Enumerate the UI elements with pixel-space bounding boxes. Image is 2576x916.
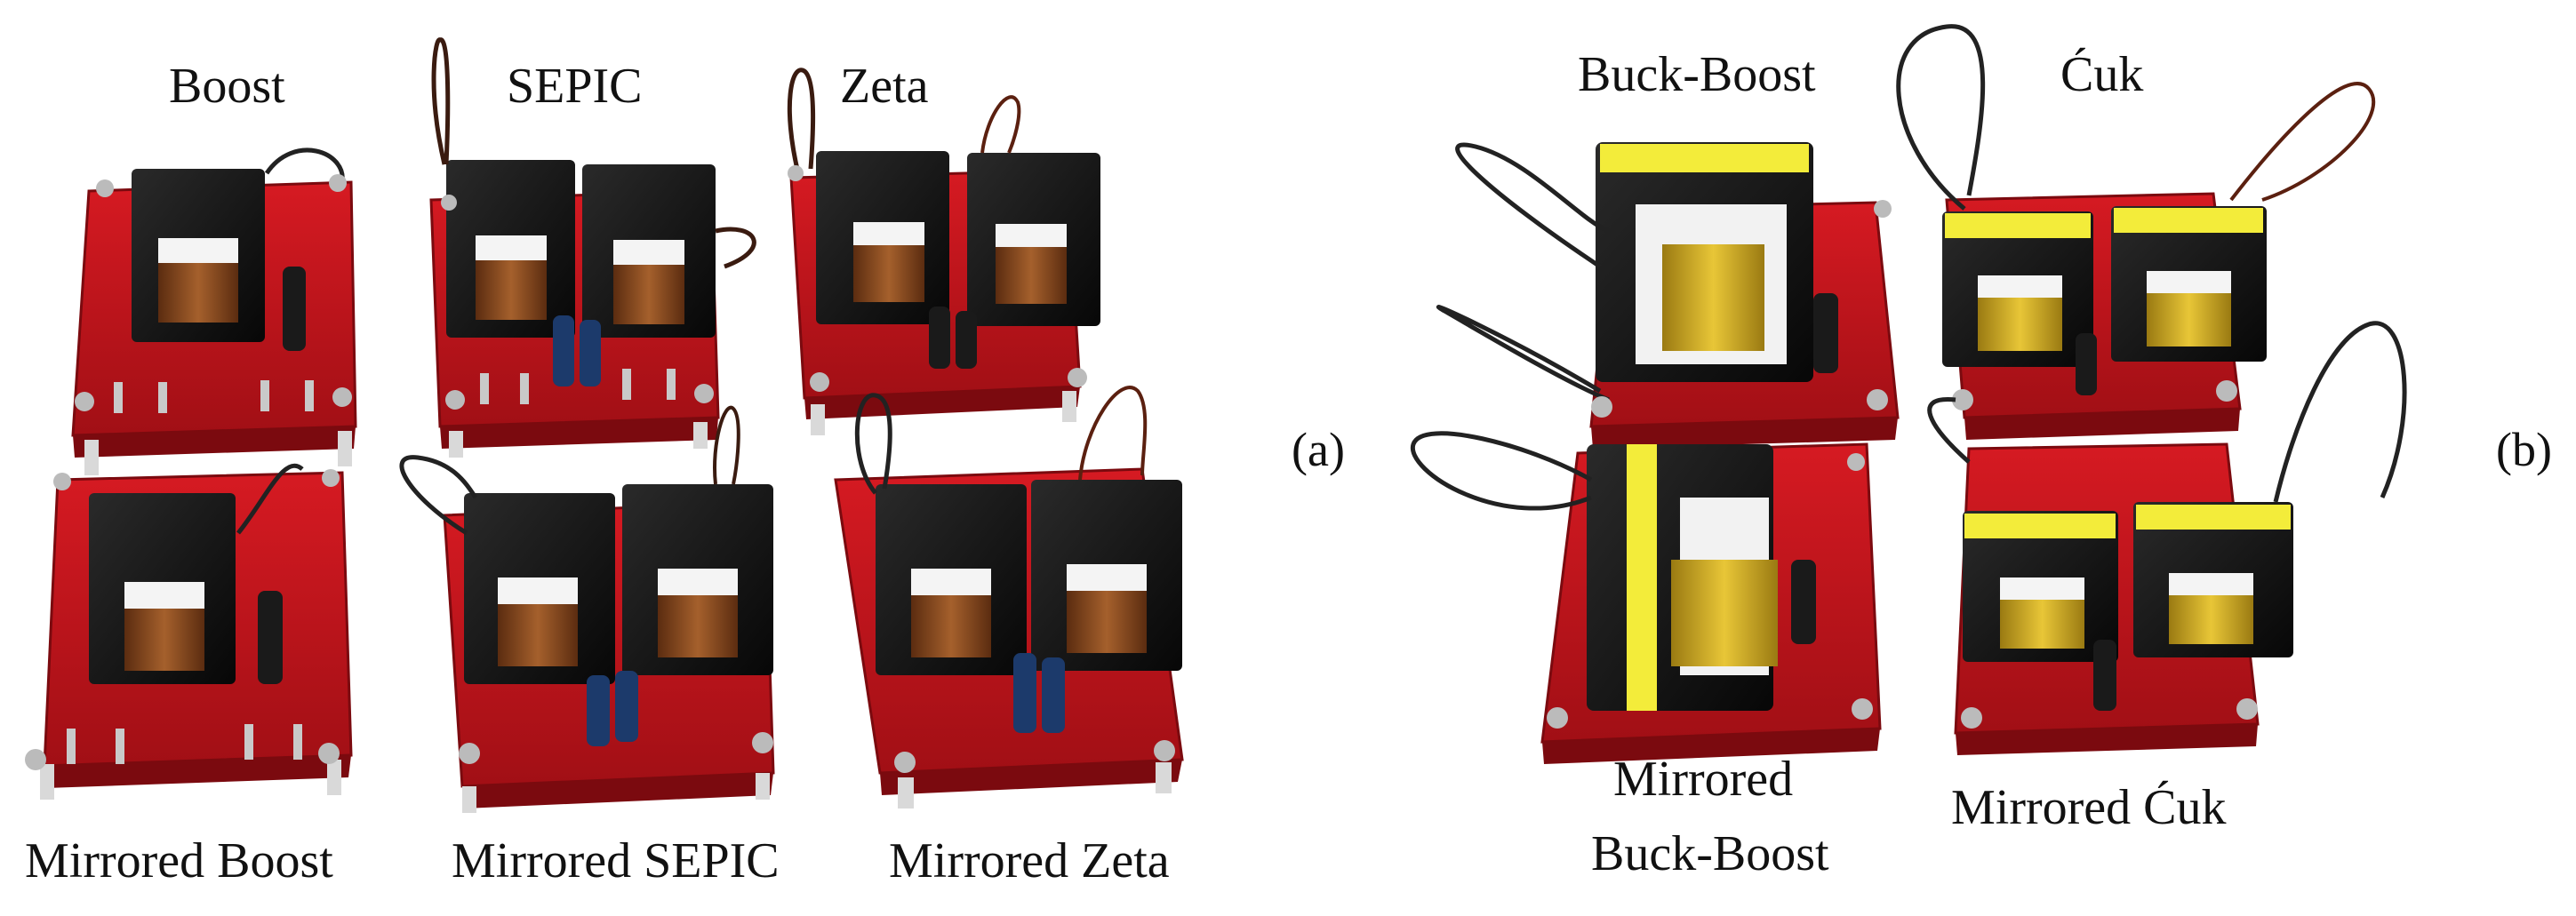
label-zeta: Zeta [840,59,929,114]
board-boost [71,147,357,475]
board-mirrored-buck-boost [1410,431,1882,764]
board-mirrored-zeta [834,386,1184,808]
label-mirrored-buck-boost-line2: Buck-Boost [1591,826,1829,881]
board-sepic [429,37,756,458]
label-buck-boost: Buck-Boost [1578,47,1816,102]
panel-marker-a: (a) [1292,423,1345,476]
panel-marker-b: (b) [2496,423,2552,476]
label-mirrored-zeta: Mirrored Zeta [889,833,1170,888]
board-mirrored-boost [25,463,353,800]
board-mirrored-cuk [1927,321,2407,755]
label-sepic: SEPIC [507,59,643,114]
board-zeta [787,68,1100,435]
label-mirrored-buck-boost-line1: Mirrored [1613,752,1794,807]
label-mirrored-sepic: Mirrored SEPIC [452,833,780,888]
board-cuk [1896,24,2376,440]
label-cuk: Ćuk [2060,47,2144,102]
label-mirrored-cuk: Mirrored Ćuk [1951,780,2227,835]
label-boost: Boost [169,59,285,114]
label-mirrored-boost: Mirrored Boost [25,833,333,888]
board-mirrored-sepic [399,405,775,813]
board-buck-boost [1436,142,1900,449]
